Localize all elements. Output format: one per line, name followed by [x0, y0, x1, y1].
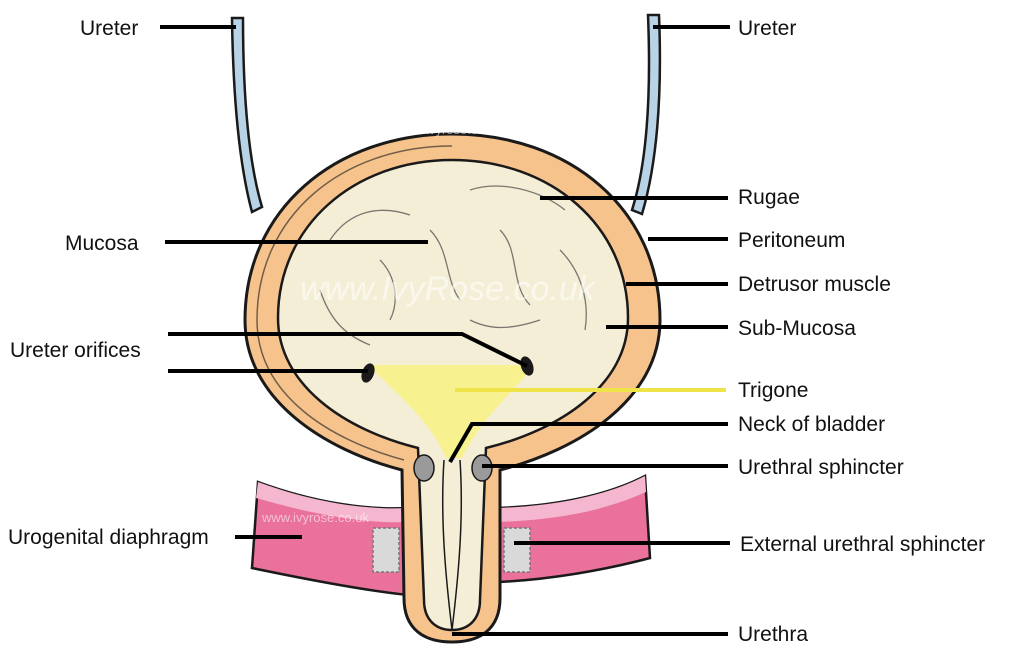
- label-sub-mucosa: Sub-Mucosa: [738, 317, 856, 340]
- label-urogenital-diaphragm: Urogenital diaphragm: [8, 526, 209, 549]
- label-mucosa: Mucosa: [65, 232, 139, 255]
- right-external-sphincter: [504, 528, 530, 572]
- label-ureter-right: Ureter: [738, 17, 796, 40]
- watermark-top: www.ivyrose.co.uk: [394, 122, 502, 137]
- watermark-center: www.IvyRose.co.uk: [300, 270, 597, 308]
- label-ureter-left: Ureter: [80, 17, 138, 40]
- label-ureter-orifices: Ureter orifices: [10, 339, 141, 362]
- left-external-sphincter: [373, 528, 399, 572]
- label-urethral-sphincter: Urethral sphincter: [738, 456, 904, 479]
- label-trigone: Trigone: [738, 379, 808, 402]
- left-urethral-sphincter: [414, 455, 434, 481]
- label-external-urethral-sphincter: External urethral sphincter: [740, 533, 985, 556]
- right-ureter: [632, 15, 660, 214]
- label-urethra: Urethra: [738, 623, 808, 646]
- watermark-lower: www.ivyrose.co.uk: [261, 510, 369, 525]
- label-detrusor-muscle: Detrusor muscle: [738, 273, 891, 296]
- left-ureter: [232, 18, 262, 212]
- label-neck-of-bladder: Neck of bladder: [738, 413, 885, 436]
- label-peritoneum: Peritoneum: [738, 229, 845, 252]
- label-rugae: Rugae: [738, 186, 800, 209]
